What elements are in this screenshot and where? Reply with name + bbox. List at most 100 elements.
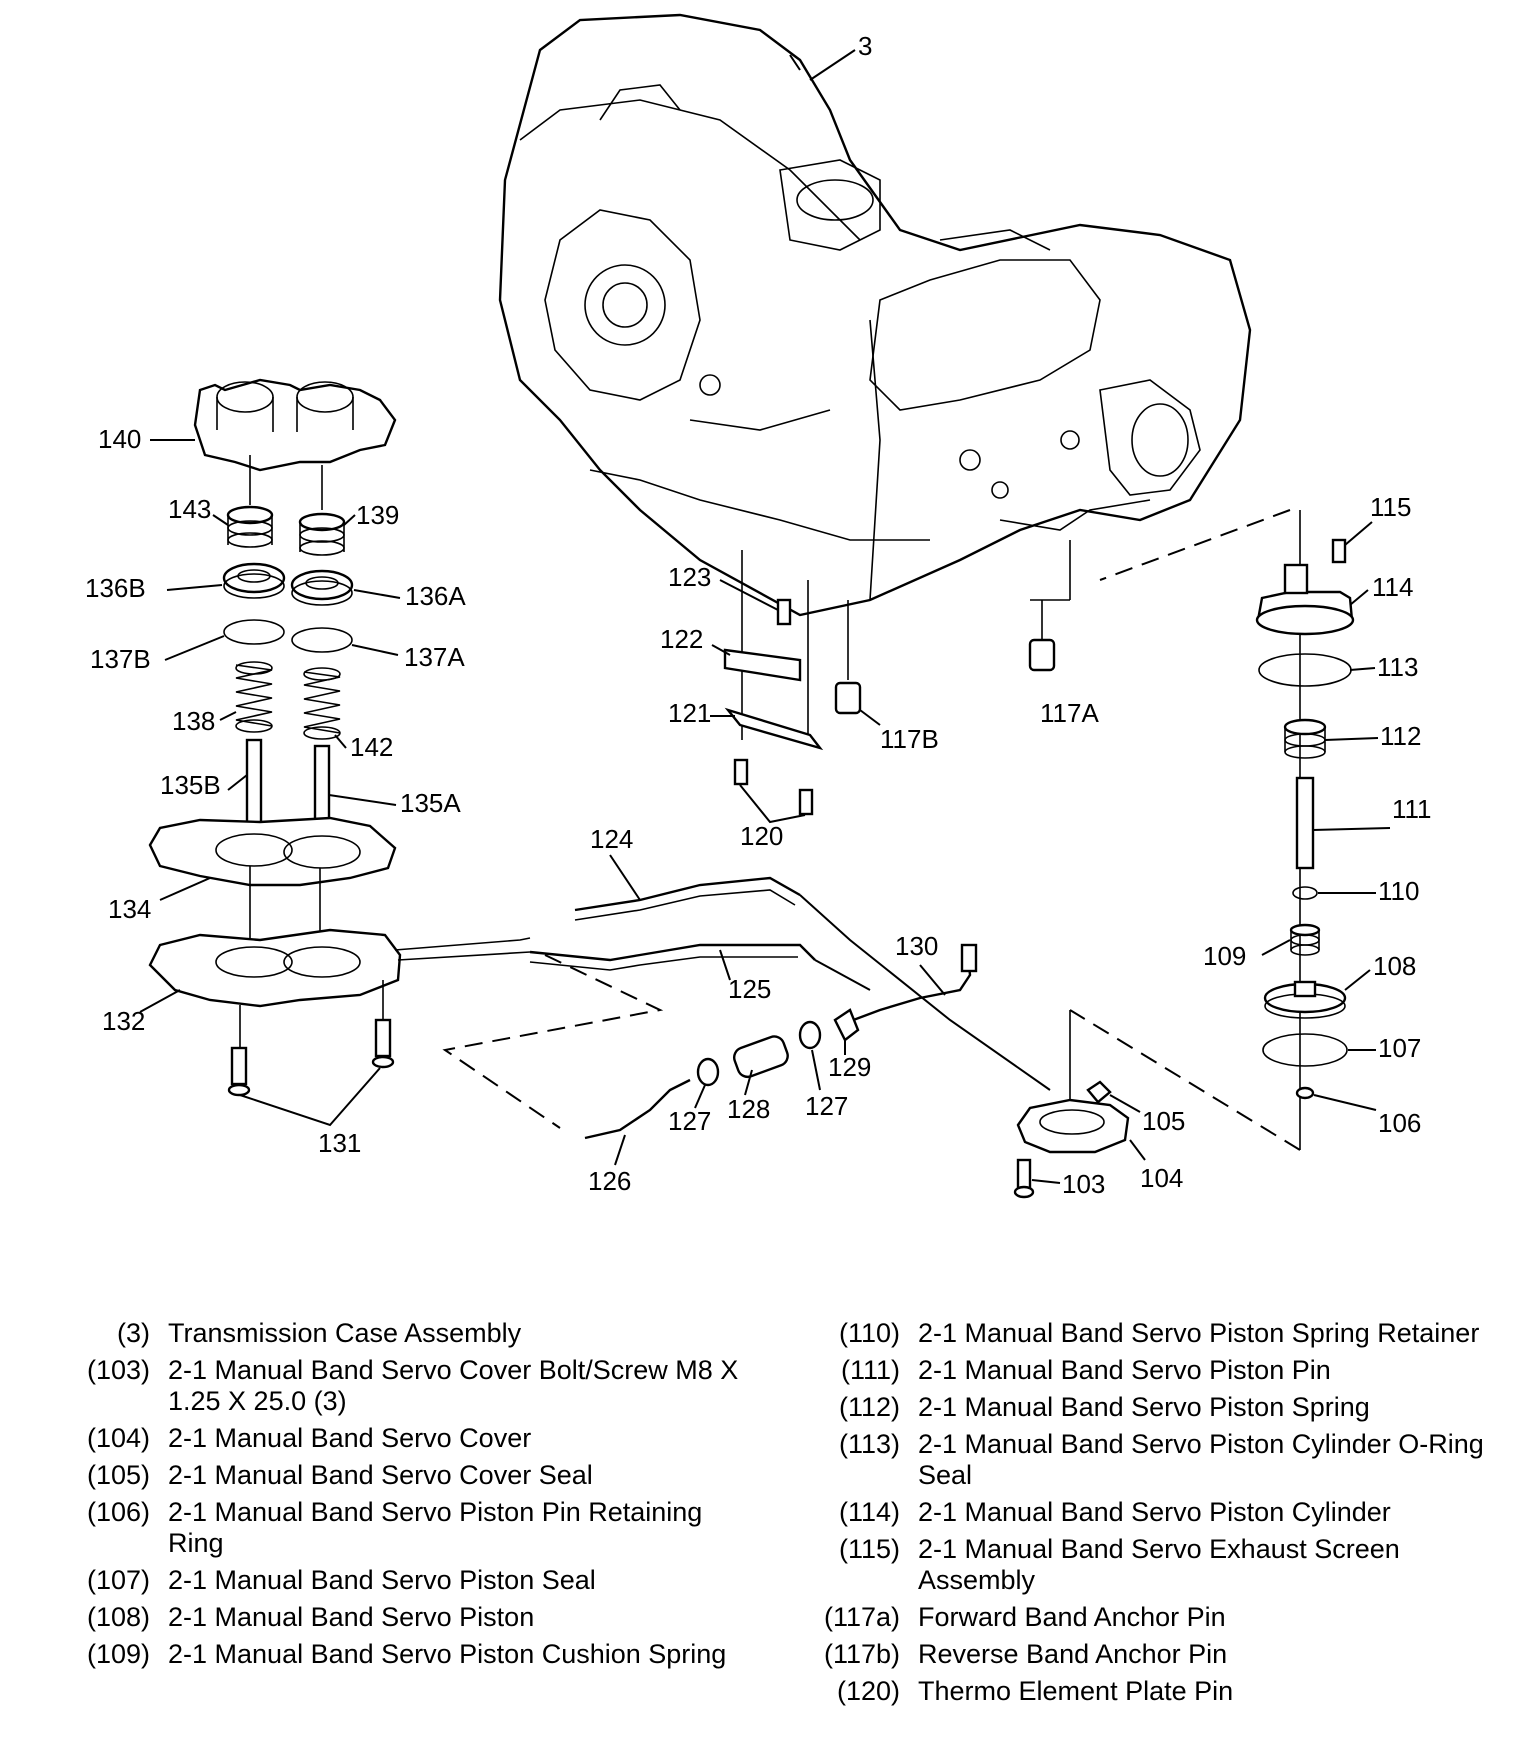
legend-row: (108)2-1 Manual Band Servo Piston (60, 1602, 750, 1633)
callout-104: 104 (1140, 1163, 1183, 1193)
leader-117B (859, 709, 881, 726)
legend-part-number: (107) (86, 1565, 150, 1595)
leader-112 (1324, 737, 1379, 741)
legend-part-description: 2-1 Manual Band Servo Piston Cushion Spr… (168, 1639, 727, 1669)
callout-125: 125 (728, 974, 771, 1004)
leader-131 (239, 1067, 381, 1127)
callout-126: 126 (588, 1166, 631, 1196)
clip-129 (833, 1008, 860, 1042)
legend-row: (120)Thermo Element Plate Pin (810, 1676, 1490, 1707)
leader-136A (353, 589, 401, 599)
leader-106 (1313, 1094, 1377, 1111)
callout-110: 110 (1378, 876, 1419, 906)
spring-143 (226, 505, 274, 548)
piston-136B (222, 562, 286, 599)
legend-row: (117a)Forward Band Anchor Pin (810, 1602, 1490, 1633)
line-124-ext (799, 894, 1051, 1091)
callout-128: 128 (727, 1094, 770, 1124)
leader-142 (334, 734, 347, 749)
legend-part-number: (109) (86, 1639, 150, 1669)
callout-127a: 127 (668, 1106, 711, 1136)
leader-137A (351, 644, 399, 656)
callout-127b: 127 (805, 1091, 848, 1121)
seal-137A (291, 627, 353, 653)
ring-106 (1295, 1086, 1315, 1100)
leader-111 (1312, 827, 1391, 831)
callout-139: 139 (356, 500, 399, 530)
legend-right: (110)2-1 Manual Band Servo Piston Spring… (810, 1318, 1490, 1713)
leader-3 (789, 54, 801, 71)
legend-part-description: 2-1 Manual Band Servo Exhaust Screen Ass… (918, 1534, 1400, 1595)
callout-103: 103 (1062, 1169, 1105, 1199)
legend-part-description: 2-1 Manual Band Servo Piston Pin Retaini… (168, 1497, 703, 1558)
bolts-131 (227, 980, 395, 1097)
pin-120b (798, 788, 814, 816)
legend-row: (115) 2-1 Manual Band Servo Exhaust Scree… (810, 1534, 1490, 1596)
leader-108 (1344, 969, 1371, 991)
legend-row: (105)2-1 Manual Band Servo Cover Seal (60, 1460, 750, 1491)
callout-123: 123 (668, 562, 711, 592)
pin-120a (733, 758, 749, 786)
callout-140: 140 (98, 424, 141, 454)
legend-part-number: (112) (838, 1392, 900, 1422)
callout-142: 142 (350, 732, 393, 762)
leader-122 (711, 644, 731, 656)
plate-121 (724, 707, 824, 751)
legend-row: (106)2-1 Manual Band Servo Piston Pin Re… (60, 1497, 750, 1559)
legend-part-description: 2-1 Manual Band Servo Cover Bolt/Screw M… (168, 1355, 739, 1416)
leader-138 (219, 711, 237, 721)
bolt-103 (1013, 1158, 1035, 1199)
legend-part-description: 2-1 Manual Band Servo Piston Cylinder O-… (918, 1429, 1484, 1490)
callout-137B: 137B (90, 644, 151, 674)
screen-115 (1331, 538, 1347, 564)
leader-134 (159, 877, 211, 901)
leader-103 (1031, 1179, 1061, 1184)
legend-part-number: (115) (838, 1534, 900, 1564)
legend-part-number: (117b) (823, 1639, 900, 1669)
callout-129: 129 (828, 1052, 871, 1082)
callout-136A: 136A (405, 581, 466, 611)
dashed-alignment-left (442, 954, 664, 1129)
leader-126 (614, 1134, 626, 1166)
legend-part-number: (105) (86, 1460, 150, 1490)
leader-3b (809, 49, 856, 81)
transmission-case (498, 13, 1252, 617)
callout-107: 107 (1378, 1033, 1421, 1063)
seal-105 (1086, 1080, 1112, 1104)
leader-113 (1349, 667, 1376, 671)
legend-part-description: 2-1 Manual Band Servo Piston (168, 1602, 535, 1632)
pipe-125 (529, 943, 816, 962)
callout-138: 138 (172, 706, 215, 736)
leader-120 (739, 784, 806, 824)
legend-part-description: Forward Band Anchor Pin (918, 1602, 1226, 1632)
seal-107 (1262, 1033, 1348, 1067)
callout-120: 120 (740, 821, 783, 851)
leader-123 (719, 579, 779, 611)
legend-part-description: 2-1 Manual Band Servo Cover (168, 1423, 532, 1453)
callout-130: 130 (895, 931, 938, 961)
legend-row: (3)Transmission Case Assembly (60, 1318, 750, 1349)
legend-row: (109) 2-1 Manual Band Servo Piston Cushio… (60, 1639, 750, 1670)
legend-part-number: (113) (838, 1429, 900, 1459)
legend-part-number: (103) (86, 1355, 150, 1385)
callout-117A: 117A (1040, 698, 1099, 728)
callout-124: 124 (590, 824, 633, 854)
leader-124 (609, 854, 641, 901)
spring-112 (1283, 718, 1327, 759)
callout-136B: 136B (85, 573, 146, 603)
callout-134: 134 (108, 894, 151, 924)
callout-143: 143 (168, 494, 211, 524)
leader-135A (328, 794, 397, 806)
spring-142 (303, 667, 341, 740)
legend-row: (104)2-1 Manual Band Servo Cover (60, 1423, 750, 1454)
legend-part-description: 2-1 Manual Band Servo Piston Cylinder (918, 1497, 1391, 1527)
leader-114 (1349, 589, 1369, 606)
legend-part-description: 2-1 Manual Band Servo Piston Seal (168, 1565, 596, 1595)
leader-127a (694, 1084, 706, 1109)
servo-cover-140 (193, 378, 397, 472)
legend-part-description: 2-1 Manual Band Servo Piston Spring (918, 1392, 1370, 1422)
legend-part-number: (120) (836, 1676, 900, 1706)
callout-113: 113 (1377, 652, 1418, 682)
callout-135B: 135B (160, 770, 221, 800)
leader-132 (139, 989, 181, 1013)
